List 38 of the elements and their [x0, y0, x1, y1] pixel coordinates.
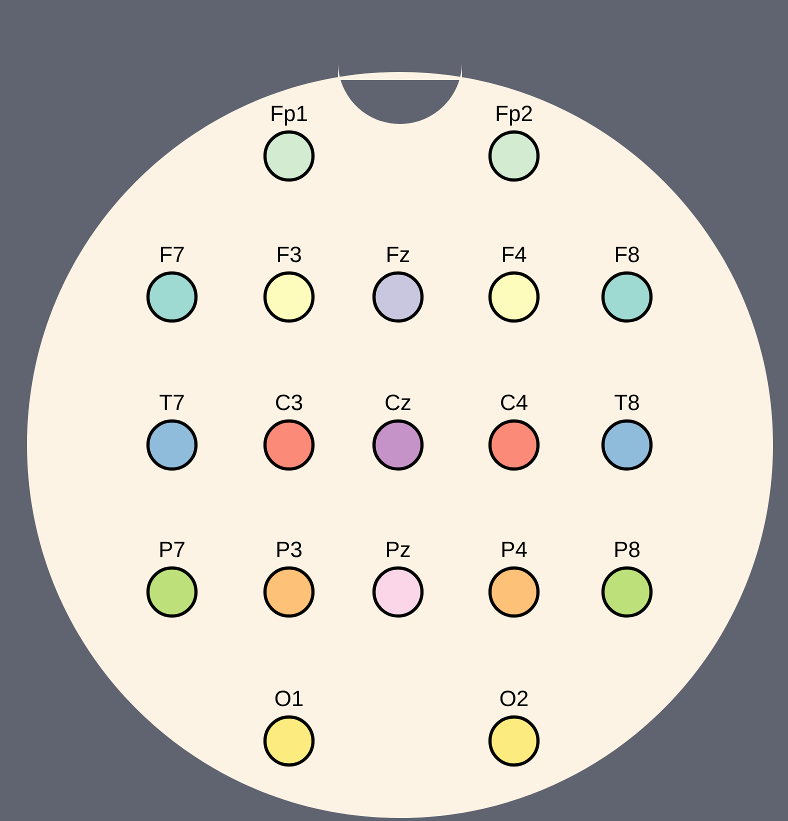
electrode: C3 — [263, 394, 315, 471]
electrode: F7 — [146, 246, 198, 323]
electrode: P3 — [263, 542, 315, 618]
electrode: F3 — [263, 246, 315, 323]
node-label: F4 — [502, 246, 526, 262]
node-label: T7 — [160, 394, 184, 410]
node-label: F7 — [160, 246, 184, 262]
electrode: P8 — [601, 542, 653, 618]
node-label: P8 — [615, 542, 640, 558]
node-label: C4 — [501, 394, 528, 410]
node-label: Cz — [386, 394, 410, 410]
node-label: O2 — [500, 690, 528, 706]
node-label: Fp2 — [496, 106, 532, 126]
node-label: C3 — [276, 394, 302, 410]
electrode: T7 — [146, 394, 198, 471]
node-label: F8 — [616, 246, 639, 262]
node-label: Fz — [388, 246, 410, 262]
node-label: P7 — [160, 542, 184, 558]
node-label: P3 — [277, 542, 302, 558]
electrode: P7 — [146, 542, 198, 618]
electrode: T8 — [601, 394, 653, 471]
electrode: Fz — [372, 246, 424, 323]
electrode: P4 — [488, 542, 540, 618]
node-label: F3 — [278, 246, 301, 262]
electrode: C4 — [488, 394, 540, 471]
electrode: O2 — [488, 690, 540, 767]
node-label: P4 — [502, 542, 527, 558]
electrode: F4 — [488, 246, 540, 323]
electrode: Fp1 — [263, 106, 315, 182]
electrode: F8 — [601, 246, 653, 323]
node-label: T8 — [614, 394, 639, 410]
electrode: O1 — [263, 690, 315, 767]
electrode: Cz — [372, 394, 424, 471]
electrode: Fp2 — [488, 106, 540, 182]
node-label: O1 — [275, 690, 303, 706]
electrode: Pz — [372, 542, 424, 618]
node-label: Fp1 — [272, 106, 307, 126]
node-label: Pz — [386, 542, 410, 558]
